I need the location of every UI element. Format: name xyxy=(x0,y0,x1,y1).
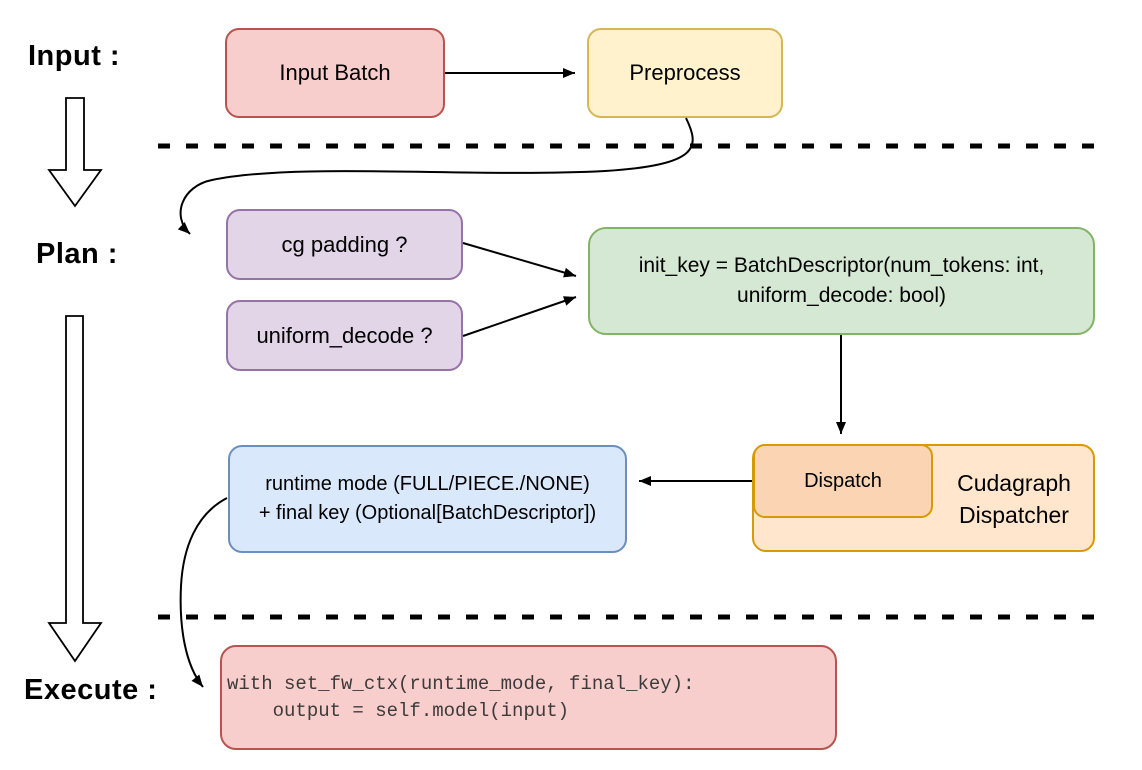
init-key-node: init_key = BatchDescriptor(num_tokens: i… xyxy=(588,227,1095,335)
runtime-mode-node: runtime mode (FULL/PIECE./NONE) + final … xyxy=(228,445,627,553)
dispatch-label: Dispatch xyxy=(804,469,882,492)
edge-cg-padding-to-init-key xyxy=(462,242,577,278)
cudagraph-dispatcher-label: Cudagraph Dispatcher xyxy=(933,467,1095,531)
cudagraph-dispatcher-line2: Dispatcher xyxy=(959,502,1069,528)
cg-padding-label: cg padding ? xyxy=(281,231,408,257)
cudagraph-dispatcher-line1: Cudagraph xyxy=(957,470,1071,496)
edge-uniform-decode-to-init-key xyxy=(462,296,577,337)
input-phase-arrow-icon xyxy=(47,97,103,208)
input-batch-label: Input Batch xyxy=(279,60,391,86)
cg-padding-node: cg padding ? xyxy=(226,209,463,280)
input-batch-node: Input Batch xyxy=(225,28,445,118)
execute-code-node: with set_fw_ctx(runtime_mode, final_key)… xyxy=(220,645,837,750)
execute-code-line2: output = self.model(input) xyxy=(227,699,570,722)
dispatch-node: Dispatch xyxy=(753,444,933,518)
runtime-mode-line2: + final key (Optional[BatchDescriptor]) xyxy=(258,502,597,524)
uniform-decode-node: uniform_decode ? xyxy=(226,300,463,371)
runtime-mode-line1: runtime mode (FULL/PIECE./NONE) xyxy=(265,473,590,495)
init-key-line1: init_key = BatchDescriptor(num_tokens: i… xyxy=(638,254,1045,277)
execute-section-label: Execute : xyxy=(24,674,158,706)
input-section-label: Input : xyxy=(28,40,121,72)
plan-phase-arrow-icon xyxy=(47,315,103,663)
plan-section-label: Plan : xyxy=(36,238,118,270)
preprocess-node: Preprocess xyxy=(587,28,783,118)
preprocess-label: Preprocess xyxy=(629,60,741,86)
init-key-line2: uniform_decode: bool) xyxy=(737,284,946,307)
uniform-decode-label: uniform_decode ? xyxy=(256,322,433,348)
execute-code-line1: with set_fw_ctx(runtime_mode, final_key)… xyxy=(227,672,695,695)
